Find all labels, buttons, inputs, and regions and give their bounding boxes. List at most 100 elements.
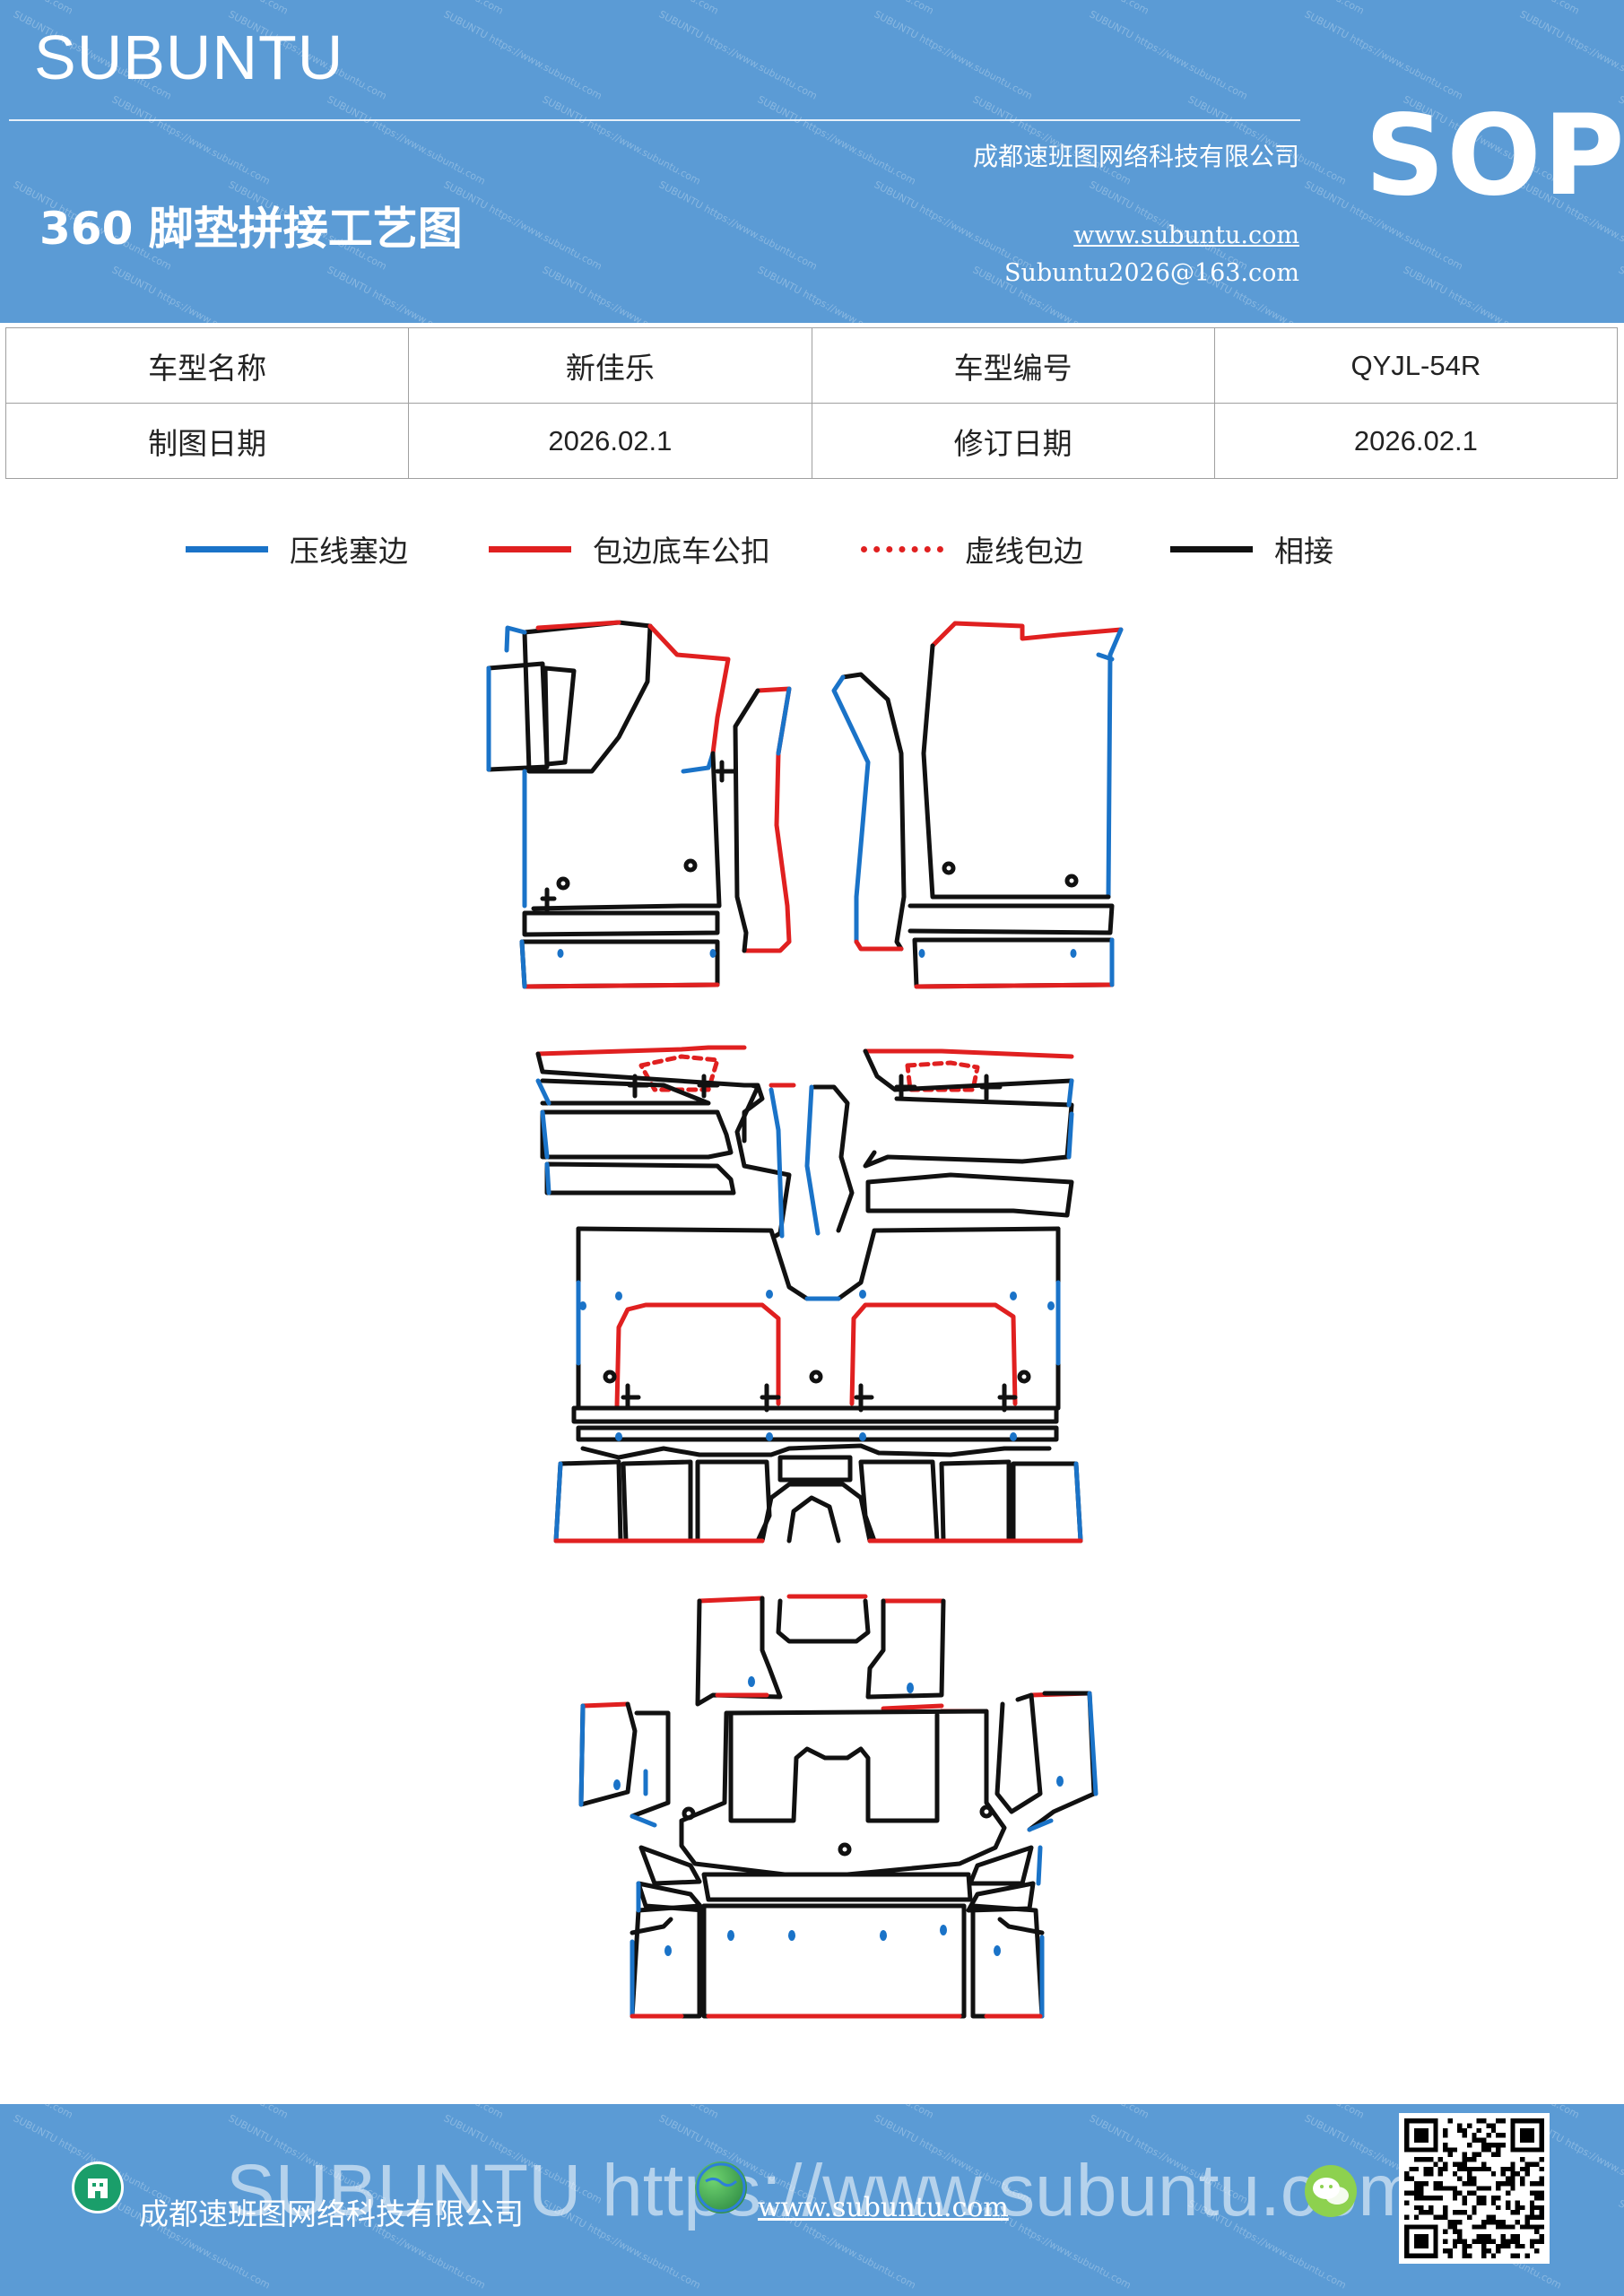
- snap-hole: [838, 1842, 852, 1857]
- watermark-text: SUBUNTU https://www.subuntu.com: [325, 264, 488, 323]
- blue-snap: [664, 1945, 672, 1956]
- page-title: 360 脚垫拼接工艺图: [39, 203, 463, 255]
- snap-hole: [1017, 1370, 1031, 1384]
- mat-edge: [519, 939, 720, 989]
- mat-edge: [701, 1903, 967, 2019]
- blue-snap: [1047, 1301, 1055, 1310]
- watermark-text: SUBUNTU https://www.subuntu.com: [0, 0, 74, 17]
- watermark-text: SUBUNTU https://www.subuntu.com: [1517, 8, 1624, 102]
- table-row: 车型名称 新佳乐 车型编号 QYJL-54R: [4, 327, 1619, 404]
- watermark-text: SUBUNTU https://www.subuntu.com: [1203, 2104, 1366, 2121]
- watermark-text: SUBUNTU https://www.subuntu.com: [755, 264, 918, 323]
- legend-swatch: [186, 545, 268, 552]
- mat-edge: [535, 620, 731, 756]
- mat-edge: [970, 1903, 1045, 2019]
- mat-edge: [531, 751, 722, 911]
- blue-snap: [727, 1930, 734, 1941]
- mat-edge: [638, 1845, 1034, 1886]
- mat-edge: [777, 1455, 853, 1483]
- legend-item-blue: 压线塞边: [186, 522, 408, 576]
- vehicle-info-table: 车型名称 新佳乐 车型编号 QYJL-54R 制图日期 2026.02.1 修订…: [4, 327, 1619, 479]
- snap-hole: [556, 876, 570, 891]
- mat-edge: [522, 620, 653, 774]
- mat-edge: [630, 1845, 1045, 2019]
- mat-edge: [553, 1459, 623, 1544]
- watermark-text: SUBUNTU https://www.subuntu.com: [441, 8, 604, 102]
- mat-edge: [1011, 1461, 1083, 1544]
- model-code-value: QYJL-54R: [1213, 327, 1619, 404]
- footer-watermark-text: SUBUNTU https://www.subuntu.com: [226, 2150, 1420, 2231]
- mat-edge: [912, 937, 1115, 989]
- mat-edge: [1096, 627, 1124, 900]
- mat-edge: [776, 686, 792, 756]
- mat-edge: [894, 1074, 1003, 1101]
- legend-swatch: [489, 545, 571, 552]
- mat-edge: [544, 1161, 736, 1196]
- mat-edge: [522, 910, 720, 937]
- mat-edge: [576, 1280, 1061, 1366]
- blue-snap: [907, 1683, 914, 1693]
- revise-date-label: 修订日期: [811, 403, 1215, 479]
- legend-label: 包边底车公扣: [593, 534, 770, 569]
- mat-edge: [695, 1459, 772, 1544]
- watermark-text: SUBUNTU https://www.subuntu.com: [1616, 264, 1624, 323]
- snap-hole: [942, 861, 956, 875]
- website-link[interactable]: www.subuntu.com: [1073, 222, 1299, 249]
- mat-edge: [715, 1692, 944, 1711]
- snap-hole: [603, 1370, 617, 1384]
- footer-website-link[interactable]: www.subuntu.com: [758, 2192, 1009, 2223]
- legend-item-red-dotted: 虚线包边: [861, 522, 1083, 576]
- blue-snap: [880, 1930, 887, 1941]
- mat-edge: [854, 939, 904, 952]
- blue-snap: [1010, 1292, 1017, 1300]
- mat-edge: [697, 1594, 944, 1604]
- mat-edge: [614, 1302, 781, 1409]
- mat-edge: [535, 1045, 747, 1057]
- mat-edge: [733, 688, 760, 953]
- mat-edge: [486, 625, 527, 909]
- mat-edge: [930, 621, 1124, 648]
- middle-mat: [535, 1045, 1061, 1460]
- blue-snap: [766, 1290, 773, 1299]
- snap-dots: [557, 949, 1077, 1956]
- header-divider: [9, 119, 1300, 121]
- watermark-text: SUBUNTU https://www.subuntu.com: [773, 0, 935, 17]
- blue-snap: [918, 949, 925, 958]
- middle-right-mat: [804, 1048, 1074, 1236]
- model-name-value: 新佳乐: [408, 327, 812, 404]
- watermark-text: SUBUNTU https://www.subuntu.com: [872, 8, 1035, 102]
- watermark-text: SUBUNTU https://www.subuntu.com: [1401, 264, 1564, 323]
- mat-edge: [571, 1405, 1059, 1424]
- mat-edge: [1066, 1078, 1074, 1160]
- watermark-text: SUBUNTU https://www.subuntu.com: [773, 2104, 935, 2121]
- email-address: Subuntu2026@163.com: [1004, 259, 1299, 287]
- mat-edge: [863, 1048, 1074, 1059]
- mat-edge: [621, 1459, 693, 1544]
- revise-date-value: 2026.02.1: [1213, 403, 1619, 479]
- legend-label: 压线塞边: [290, 534, 408, 569]
- blue-snap: [748, 1676, 755, 1687]
- legend-item-red: 包边底车公扣: [489, 522, 770, 576]
- watermark-text: SUBUNTU https://www.subuntu.com: [540, 93, 703, 187]
- watermark-text: SUBUNTU https://www.subuntu.com: [127, 2104, 290, 2121]
- front-right-mat: [831, 621, 1124, 989]
- blue-snap: [1010, 1432, 1017, 1441]
- watermark-text: SUBUNTU https://www.subuntu.com: [540, 264, 703, 323]
- mat-edge: [578, 1701, 638, 1807]
- mat-edge: [540, 1109, 551, 1196]
- rear-mat: [578, 1594, 1099, 2019]
- mat-edge: [535, 1051, 765, 1144]
- legend-item-black: 相接: [1170, 522, 1333, 576]
- table-row: 制图日期 2026.02.1 修订日期 2026.02.1: [4, 403, 1619, 479]
- watermark-text: SUBUNTU https://www.subuntu.com: [127, 0, 290, 17]
- middle-blocks: [553, 1455, 1083, 1544]
- company-name: 成都速班图网络科技有限公司: [972, 142, 1299, 171]
- watermark-text: SUBUNTU https://www.subuntu.com: [325, 93, 488, 187]
- mat-edge: [535, 1078, 551, 1106]
- floor-mat-diagram: [486, 620, 1124, 2019]
- snap-hole: [979, 1805, 994, 1819]
- blue-snap: [613, 1779, 621, 1790]
- mat-edge: [576, 1425, 1059, 1442]
- mat-edge: [540, 1109, 734, 1160]
